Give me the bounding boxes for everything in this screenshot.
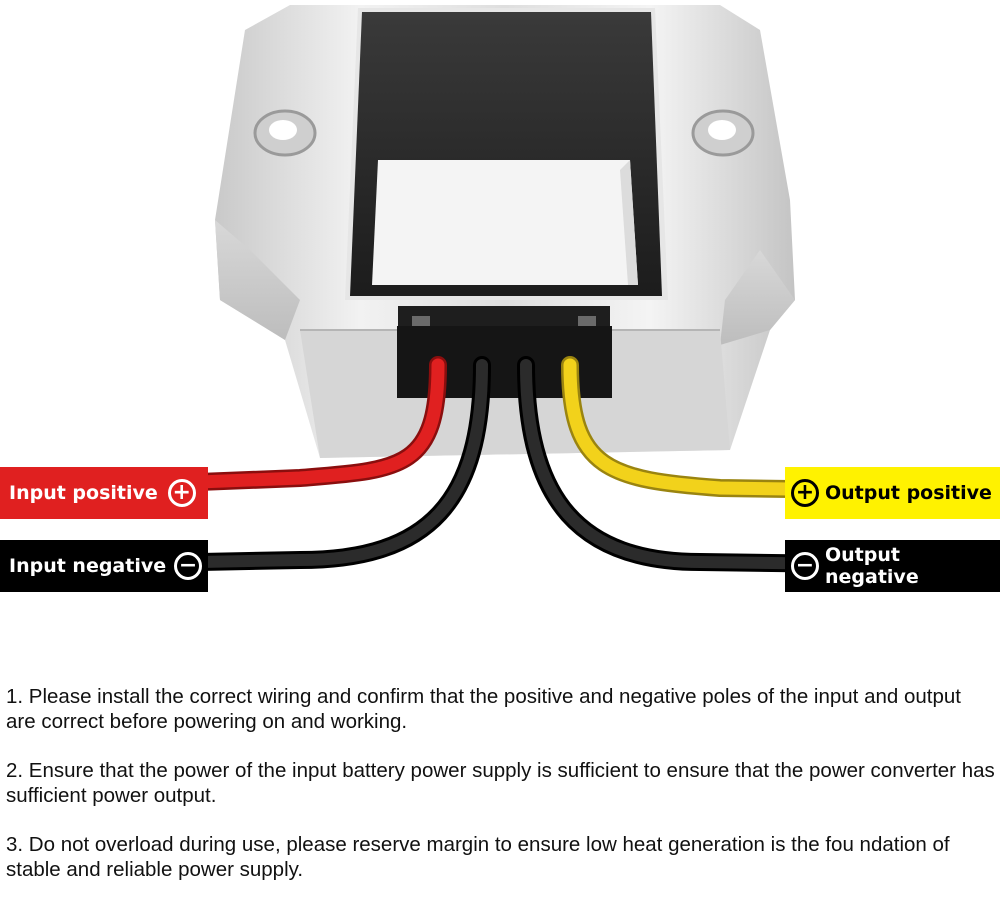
plus-icon: +	[167, 479, 196, 507]
output-negative-text: Output negative	[825, 544, 919, 588]
output-positive-wire	[561, 356, 1000, 501]
potting-compound	[345, 8, 668, 300]
output-negative-label: − Output negative	[785, 540, 1000, 592]
input-positive-label: Input positive +	[0, 467, 208, 519]
output-negative-wire	[517, 356, 1000, 575]
input-negative-text: Input negative	[9, 555, 167, 577]
input-negative-wire	[0, 356, 491, 575]
plus-icon: +	[791, 479, 819, 507]
input-negative-label: Input negative −	[0, 540, 208, 592]
converter-diagram	[0, 5, 1000, 575]
instruction-3: 3. Do not overload during use, please re…	[6, 833, 956, 881]
instruction-2: 2. Ensure that the power of the input ba…	[6, 759, 1000, 807]
output-positive-label: + Output positive	[785, 467, 1000, 519]
input-positive-wire	[0, 356, 447, 499]
input-positive-text: Input positive	[9, 482, 158, 504]
minus-icon: −	[791, 552, 819, 580]
instructions: 1. Please install the correct wiring and…	[6, 684, 996, 906]
minus-icon: −	[174, 552, 203, 580]
mounting-hole-left	[253, 109, 317, 157]
mounting-hole-right	[691, 109, 755, 157]
instruction-1: 1. Please install the correct wiring and…	[6, 685, 967, 733]
output-positive-text: Output positive	[825, 482, 992, 504]
